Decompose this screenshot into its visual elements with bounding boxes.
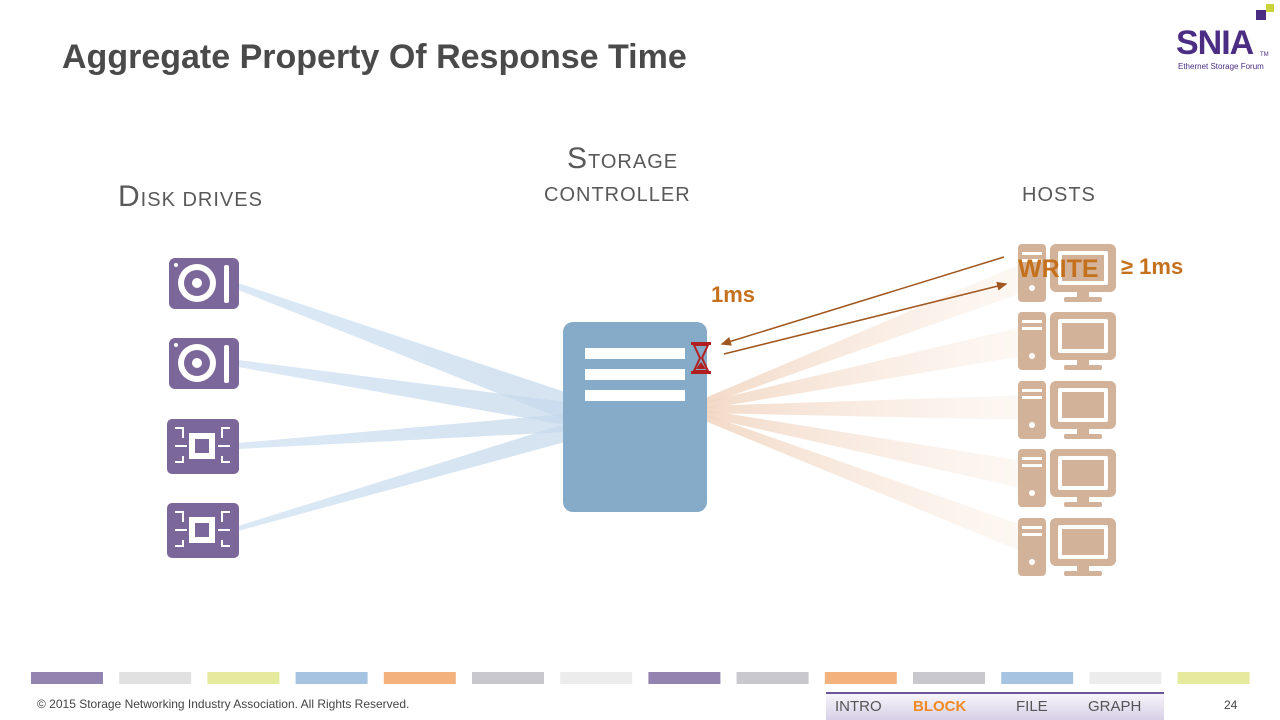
heading-storage-cap: S: [567, 142, 589, 175]
storage-controller-icon: [563, 322, 707, 512]
desktop-host-icon: [1018, 518, 1116, 576]
strip-swatch: [1001, 672, 1074, 684]
controller-latency-label: 1ms: [711, 282, 756, 307]
strip-swatch: [31, 672, 103, 684]
disk-to-controller-beams: [238, 283, 565, 531]
beam-host-2: [705, 325, 1030, 409]
ssd-chip-icon: [167, 503, 239, 558]
strip-swatch: [913, 672, 985, 684]
write-label: WRITE: [1018, 255, 1099, 283]
hosts-group: [1018, 244, 1116, 576]
heading-hosts: hosts: [1022, 184, 1096, 206]
request-arrow: [723, 281, 1008, 355]
snia-logo: SNIA TM Ethernet Storage Forum: [1168, 4, 1278, 76]
strip-swatch: [1089, 672, 1162, 684]
response-arrow: [720, 256, 1005, 346]
strip-swatch: [736, 672, 809, 684]
strip-swatch: [207, 672, 280, 684]
hard-disk-icon: [169, 258, 239, 309]
beam-disk-4: [238, 424, 565, 531]
beam-host-1: [705, 260, 1030, 405]
desktop-host-icon: [1018, 244, 1116, 302]
beam-disk-3: [238, 414, 565, 449]
beam-disk-2: [238, 360, 565, 425]
strip-swatch: [119, 672, 192, 684]
desktop-host-icon: [1018, 312, 1116, 370]
nav-intro[interactable]: INTRO: [835, 698, 882, 715]
logo-square-green: [1266, 4, 1274, 12]
hard-disk-icon: [169, 338, 239, 389]
strip-swatch: [295, 672, 368, 684]
strip-swatch: [383, 672, 456, 684]
beam-host-3: [705, 395, 1030, 420]
hourglass-icon: [691, 342, 711, 374]
strip-swatch: [560, 672, 633, 684]
logo-trademark: TM: [1260, 52, 1269, 58]
strip-swatch: [824, 672, 897, 684]
controller-to-host-beams: [705, 260, 1030, 555]
nav-block[interactable]: BLOCK: [913, 698, 967, 715]
strip-swatch: [472, 672, 544, 684]
desktop-host-icon: [1018, 449, 1116, 507]
nav-file[interactable]: FILE: [1016, 698, 1048, 715]
logo-text: SNIA: [1176, 24, 1254, 62]
heading-controller: controller: [544, 184, 691, 206]
logo-subtitle: Ethernet Storage Forum: [1178, 62, 1264, 71]
slide-title: Aggregate Property Of Response Time: [62, 38, 687, 76]
host-latency-label: ≥ 1ms: [1121, 254, 1184, 279]
heading-disk-drives: Disk drives: [118, 180, 263, 214]
nav-graph[interactable]: GRAPH: [1088, 698, 1142, 715]
beam-disk-1: [238, 283, 565, 420]
logo-square-purple: [1256, 10, 1266, 20]
strip-swatch: [648, 672, 721, 684]
copyright: © 2015 Storage Networking Industry Assoc…: [37, 697, 410, 711]
ssd-chip-icon: [167, 419, 239, 474]
desktop-host-icon: [1018, 381, 1116, 439]
section-nav: INTRO BLOCK FILE GRAPH: [826, 692, 1164, 720]
color-strip: [31, 672, 1250, 684]
heading-disk-cap: D: [118, 180, 141, 213]
page-number: 24: [1224, 698, 1238, 712]
heading-storage: Storage: [567, 142, 678, 176]
heading-storage-rest: torage: [588, 151, 679, 173]
beam-host-4: [705, 410, 1030, 490]
beam-host-5: [705, 414, 1030, 555]
heading-disk-rest: isk drives: [140, 189, 263, 211]
strip-swatch: [1177, 672, 1250, 684]
